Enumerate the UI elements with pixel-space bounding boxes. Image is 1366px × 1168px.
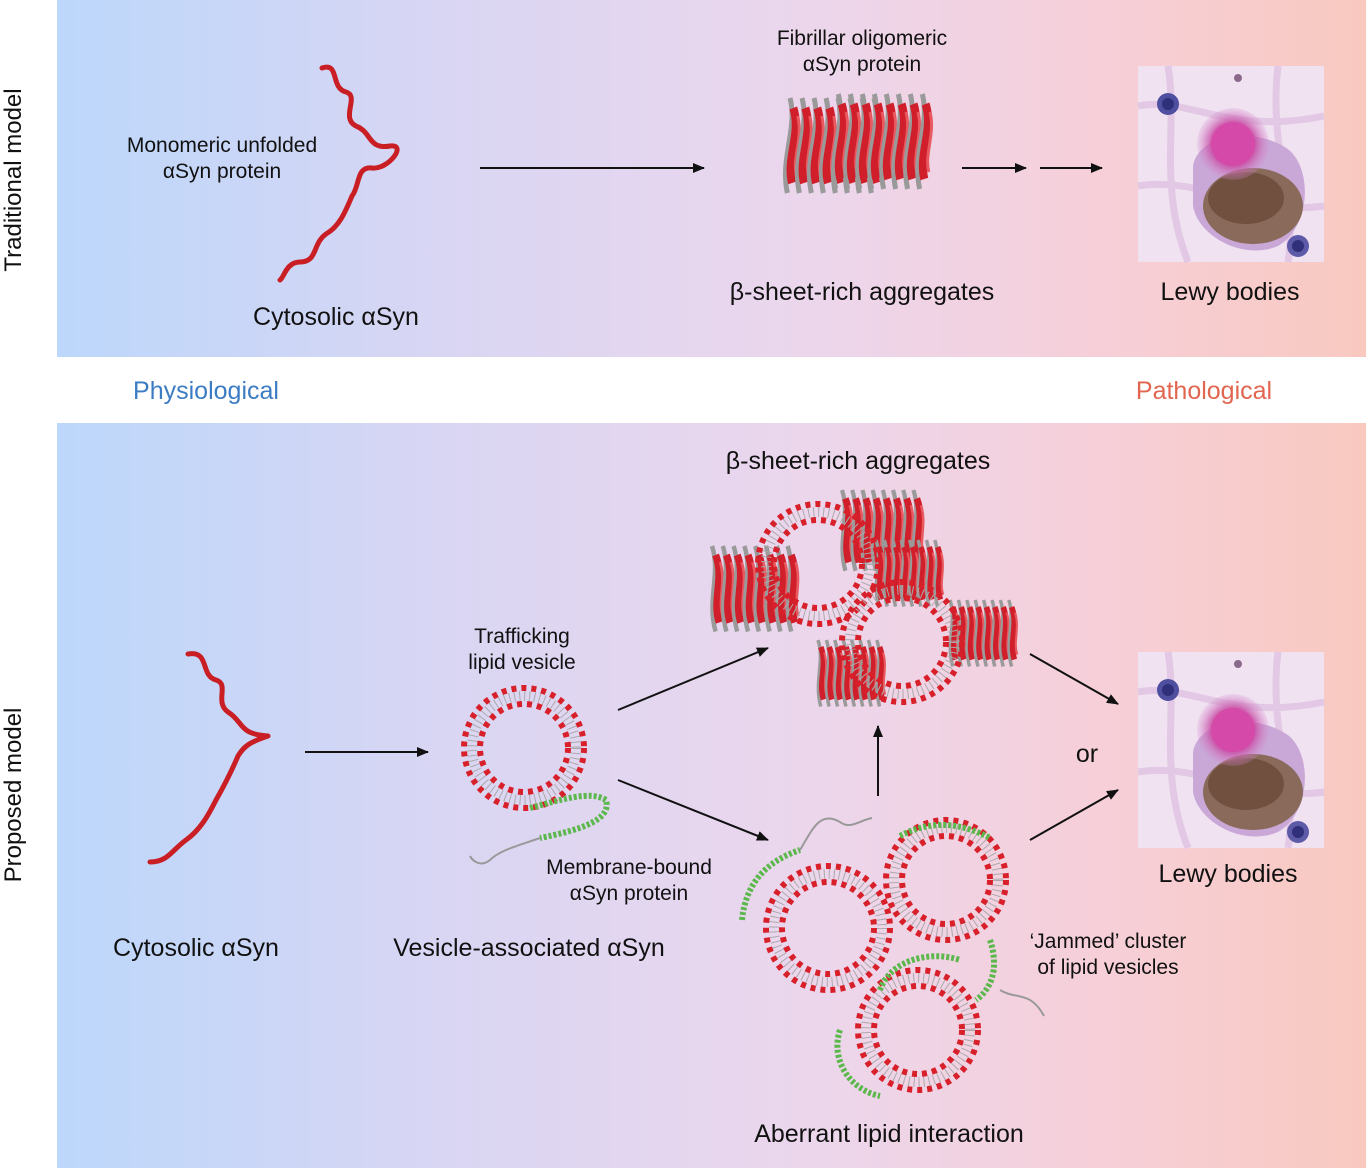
or-label: or [1075, 740, 1099, 768]
arrow-cluster-to-lewy [1029, 789, 1119, 841]
traditional-model-label: Traditional model [0, 88, 27, 272]
jammed-cluster-label: ‘Jammed’ cluster of lipid vesicles [1029, 930, 1187, 980]
arrow-vesicle-to-aggregates [617, 647, 769, 711]
physiological-label: Physiological [133, 377, 279, 405]
proposed-model-label: Proposed model [0, 707, 27, 883]
arrow-vesicle-to-cluster [617, 779, 769, 841]
aggregates-label-bottom: β-sheet-rich aggregates [725, 447, 991, 475]
membrane-bound-label: Membrane-bound αSyn protein [546, 856, 712, 906]
lewy-body-image-bottom [1138, 652, 1324, 848]
cytosolic-protein-proposed [147, 651, 271, 865]
membrane-bound-helix [529, 792, 610, 841]
vesicle-label: Trafficking lipid vesicle [468, 625, 576, 675]
arrow-aggregates-to-lewy [1029, 653, 1119, 705]
beta-sheet-aggregate-cluster [712, 490, 1017, 707]
fibril-label: Fibrillar oligomeric αSyn protein [776, 27, 948, 77]
cytosolic-label-bottom: Cytosolic αSyn [113, 934, 279, 962]
lewy-body-image-top [1138, 66, 1324, 262]
monomer-label: Monomeric unfolded αSyn protein [126, 134, 318, 184]
fibrillar-oligomer [783, 94, 934, 193]
jammed-vesicle-cluster [739, 817, 1045, 1099]
membrane-bound-tail [469, 837, 541, 865]
lewy-label-top: Lewy bodies [1160, 278, 1300, 306]
aggregates-label-top: β-sheet-rich aggregates [729, 278, 995, 306]
aberrant-label: Aberrant lipid interaction [754, 1120, 1024, 1148]
pathological-label: Pathological [1135, 377, 1273, 405]
vesicle-associated-label: Vesicle-associated αSyn [393, 934, 665, 962]
cytosolic-label-top: Cytosolic αSyn [253, 303, 419, 331]
trafficking-lipid-vesicle [461, 685, 587, 811]
lewy-label-bottom: Lewy bodies [1158, 860, 1298, 888]
monomer-unfolded-protein [277, 64, 400, 283]
